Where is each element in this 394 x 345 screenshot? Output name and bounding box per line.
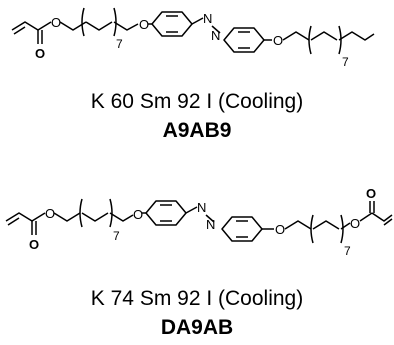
atom-label: O (273, 33, 283, 48)
atom-label: O (51, 15, 61, 30)
atom-label: O (350, 216, 360, 231)
atom-label: O (29, 237, 39, 252)
atom-label: O (139, 17, 149, 32)
phase-transitions-a9ab9: K 60 Sm 92 I (Cooling) (90, 90, 304, 113)
phase-transitions-da9ab: K 74 Sm 92 I (Cooling) (90, 287, 304, 310)
atom-label: N (203, 11, 212, 26)
repeat-subscript: 7 (113, 229, 120, 243)
repeat-subscript: 7 (116, 37, 123, 51)
compound-name-a9ab9: A9AB9 (162, 119, 232, 142)
atom-label: N (197, 200, 206, 215)
atom-label: N (206, 217, 215, 232)
compound-name-da9ab: DA9AB (160, 316, 234, 339)
atom-label: O (35, 46, 45, 61)
atom-label: O (275, 222, 285, 237)
atom-label: O (366, 186, 376, 201)
atom-label: O (45, 206, 55, 221)
atom-label: N (211, 28, 220, 43)
repeat-subscript: 7 (344, 244, 351, 258)
repeat-subscript: 7 (342, 55, 349, 69)
structure-da9ab: O O O N N O O O 7 7 (5, 186, 393, 258)
structure-a9ab9: O O O N N O 7 7 (11, 7, 375, 69)
atom-label: O (133, 207, 143, 222)
